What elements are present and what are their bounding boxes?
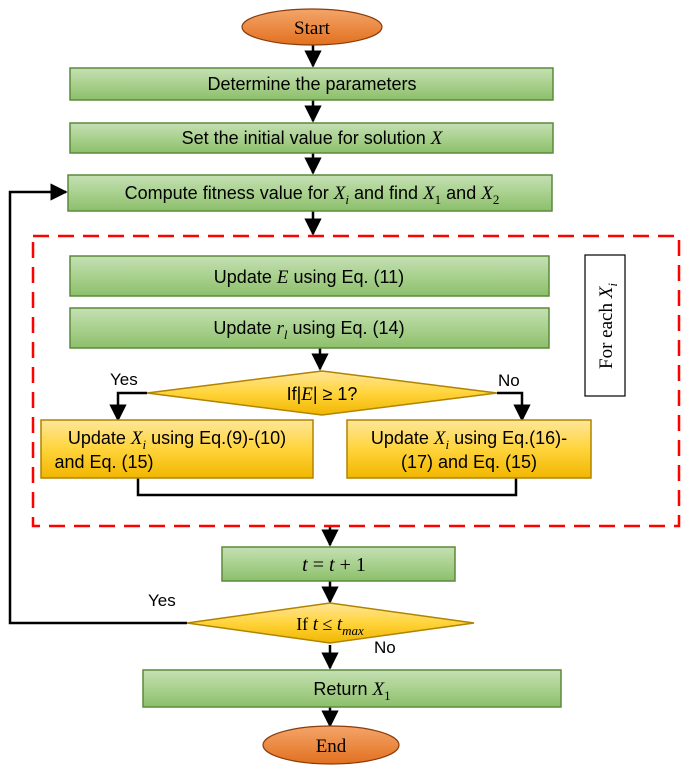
decision-e-no-label: No — [498, 371, 520, 390]
decision-t-yes-label: Yes — [148, 591, 176, 610]
loop-label-box: For each Xi — [584, 254, 626, 397]
step-initial-value: Set the initial value for solution X — [69, 122, 554, 154]
decision-t-check: If t ≤ tmax — [186, 602, 475, 644]
step-t-increment-label: t = t + 1 — [302, 554, 366, 576]
step-return: Return X1 — [142, 669, 562, 708]
step-update-r: Update rl using Eq. (14) — [69, 307, 550, 349]
step-return-label: Return X1 — [313, 679, 390, 703]
step-update-x-yes-branch: Update Xi using Eq.(9)-(10) and Eq. (15) — [40, 419, 314, 479]
step-update-x-no-branch: Update Xi using Eq.(16)- (17) and Eq. (1… — [346, 419, 592, 479]
decision-e-yes-label: Yes — [110, 370, 138, 389]
step-t-increment: t = t + 1 — [221, 546, 456, 582]
step-fitness-label: Compute fitness value for Xi and find X1… — [125, 183, 500, 207]
decision-t-label: If t ≤ tmax — [296, 614, 364, 638]
connector-decision-no — [497, 391, 531, 422]
connector-t-check-yes-loopback — [8, 183, 187, 625]
decision-e-label: If|E| ≥ 1? — [287, 384, 358, 405]
no-branch-line2: (17) and Eq. (15) — [401, 452, 537, 472]
loop-region — [31, 234, 681, 528]
connector-merge — [136, 478, 518, 497]
step-determine-label: Determine the parameters — [207, 74, 416, 94]
decision-t-no-label: No — [374, 638, 396, 657]
loop-label: For each Xi — [596, 283, 620, 369]
step-update-r-label: Update rl using Eq. (14) — [213, 318, 404, 342]
step-determine-parameters: Determine the parameters — [69, 67, 554, 101]
no-branch-line1: Update Xi using Eq.(16)- — [371, 428, 567, 452]
start-terminal: Start — [241, 8, 383, 46]
step-compute-fitness: Compute fitness value for Xi and find X1… — [67, 174, 553, 212]
end-label: End — [316, 736, 347, 757]
end-terminal: End — [262, 725, 400, 765]
yes-branch-line2: and Eq. (15) — [54, 452, 153, 472]
connectors — [8, 44, 531, 728]
start-label: Start — [294, 18, 331, 39]
decision-e-check: If|E| ≥ 1? — [146, 370, 498, 416]
connector-decision-yes — [109, 391, 147, 422]
yes-branch-line1: Update Xi using Eq.(9)-(10) — [68, 428, 286, 452]
step-initial-label: Set the initial value for solution X — [182, 128, 444, 149]
step-update-e-label: Update E using Eq. (11) — [214, 267, 404, 288]
step-update-e: Update E using Eq. (11) — [69, 255, 550, 297]
